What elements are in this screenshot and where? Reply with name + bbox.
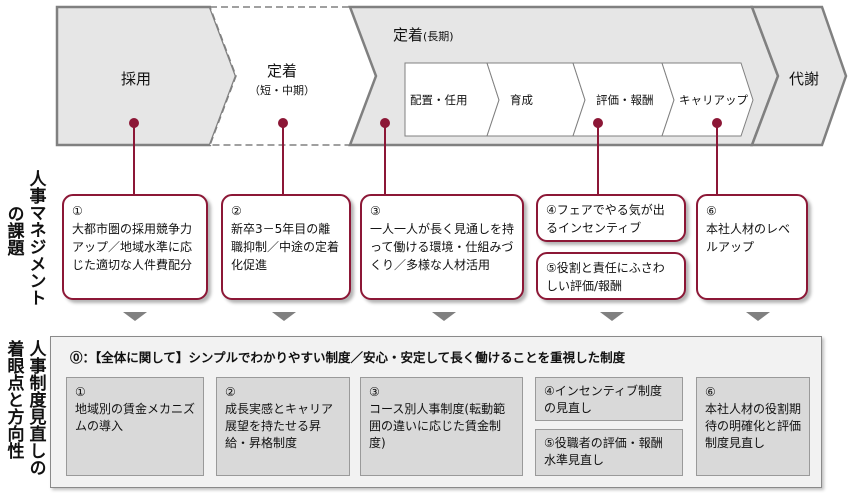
issue-text-5: 役割と責任にふさわしい評価/報酬 <box>546 261 665 293</box>
stage-sub-teichaku-short: （短・中期） <box>249 84 315 97</box>
focus-num-5: ⑤ <box>544 436 555 450</box>
focus-text-6: 本社人材の役割期待の明確化と評価制度見直し <box>705 402 802 450</box>
focus-panel-title: ⓪：【全体に関して】シンプルでわかりやすい制度／安心・安定して長く働けることを重… <box>70 350 626 365</box>
connector-dot-3 <box>380 118 390 128</box>
issue-num-4: ④ <box>546 203 557 217</box>
focus-num-4: ④ <box>544 384 555 398</box>
row-label-issues-col1: 人事マネジメント <box>25 170 46 306</box>
stage-label-daisha: 代謝 <box>788 70 819 88</box>
issue-text-3: 一人一人が長く見通しを持って働ける環境・仕組みづくり／多様な人材活用 <box>370 222 515 272</box>
substage-label-3: 評価・報酬 <box>596 93 654 107</box>
row-label-focus-col1: 人事制度見直しの <box>25 340 46 476</box>
stage-label-teichaku-short: 定着 <box>266 62 297 80</box>
focus-num-2: ② <box>225 385 236 399</box>
issue-box-3: ③ 一人一人が長く見通しを持って働ける環境・仕組みづくり／多様な人材活用 <box>360 194 524 300</box>
issue-num-1: ① <box>72 204 83 218</box>
issue-num-2: ② <box>231 204 242 218</box>
focus-box-6: ⑥ 本社人材の役割期待の明確化と評価制度見直し <box>696 377 810 476</box>
issue-text-4: フェアでやる気が出るインセンティブ <box>546 203 665 235</box>
substage-label-4: キャリアップ <box>679 93 748 107</box>
issue-num-5: ⑤ <box>546 261 557 275</box>
focus-num-3: ③ <box>369 385 380 399</box>
stage-arrow-daisha <box>750 5 848 147</box>
focus-num-1: ① <box>75 385 86 399</box>
down-arrow-2 <box>272 312 296 321</box>
down-arrow-6 <box>746 312 770 321</box>
down-arrow-3 <box>432 312 456 321</box>
substage-arrow-2 <box>486 62 586 137</box>
substage-label-1: 配置・任用 <box>410 93 468 107</box>
focus-text-5: 役職者の評価・報酬水準見直し <box>544 436 663 467</box>
focus-text-3: コース別人事制度(転動範囲の違いに応じた賃金制度) <box>369 402 506 450</box>
focus-text-1: 地域別の賃金メカニズムの導入 <box>75 402 196 433</box>
stage-label-saiyo: 採用 <box>120 70 151 88</box>
issue-box-2: ② 新卒3－5年目の離職抑制／中途の定着化促進 <box>221 194 351 300</box>
focus-box-2: ② 成長実感とキャリア展望を持たせる昇給・昇格制度 <box>216 377 350 476</box>
issue-num-6: ⑥ <box>706 204 717 218</box>
down-arrow-4 <box>600 312 624 321</box>
row-label-focus-col2: 着眼点と方向性 <box>3 340 24 459</box>
focus-box-4: ④インセンティブ制度の見直し <box>535 377 683 421</box>
issue-text-6: 本社人材のレベルアップ <box>706 222 791 254</box>
down-arrow-1 <box>123 312 147 321</box>
substage-arrow-4 <box>661 62 754 137</box>
substage-label-2: 育成 <box>510 93 533 107</box>
focus-num-6: ⑥ <box>705 385 716 399</box>
issue-text-1: 大都市圏の採用競争力アップ／地域水準に応じた適切な人件費配分 <box>72 222 193 272</box>
issue-box-6: ⑥ 本社人材のレベルアップ <box>696 194 808 300</box>
connector-dot-6 <box>712 118 722 128</box>
focus-box-3: ③ コース別人事制度(転動範囲の違いに応じた賃金制度) <box>360 377 523 476</box>
row-label-issues-col2: の課題 <box>3 205 24 256</box>
connector-dot-1 <box>129 118 139 128</box>
issue-box-1: ① 大都市圏の採用競争力アップ／地域水準に応じた適切な人件費配分 <box>62 194 208 300</box>
connector-dot-2 <box>278 118 288 128</box>
issue-text-2: 新卒3－5年目の離職抑制／中途の定着化促進 <box>231 222 340 272</box>
focus-text-4: インセンティブ制度の見直し <box>544 384 663 415</box>
focus-box-5: ⑤役職者の評価・報酬水準見直し <box>535 429 683 476</box>
stage-label-teichaku-long: 定着(長期) <box>393 24 454 45</box>
connector-dot-4 <box>593 118 603 128</box>
issue-box-4: ④フェアでやる気が出るインセンティブ <box>536 194 686 242</box>
focus-box-1: ① 地域別の賃金メカニズムの導入 <box>66 377 204 476</box>
stage-label-teichaku-long-sub: (長期) <box>423 30 454 43</box>
focus-text-2: 成長実感とキャリア展望を持たせる昇給・昇格制度 <box>225 402 334 450</box>
stage-label-teichaku-long-main: 定着 <box>393 26 424 44</box>
issue-num-3: ③ <box>370 204 381 218</box>
issue-box-5: ⑤役割と責任にふさわしい評価/報酬 <box>536 252 686 300</box>
